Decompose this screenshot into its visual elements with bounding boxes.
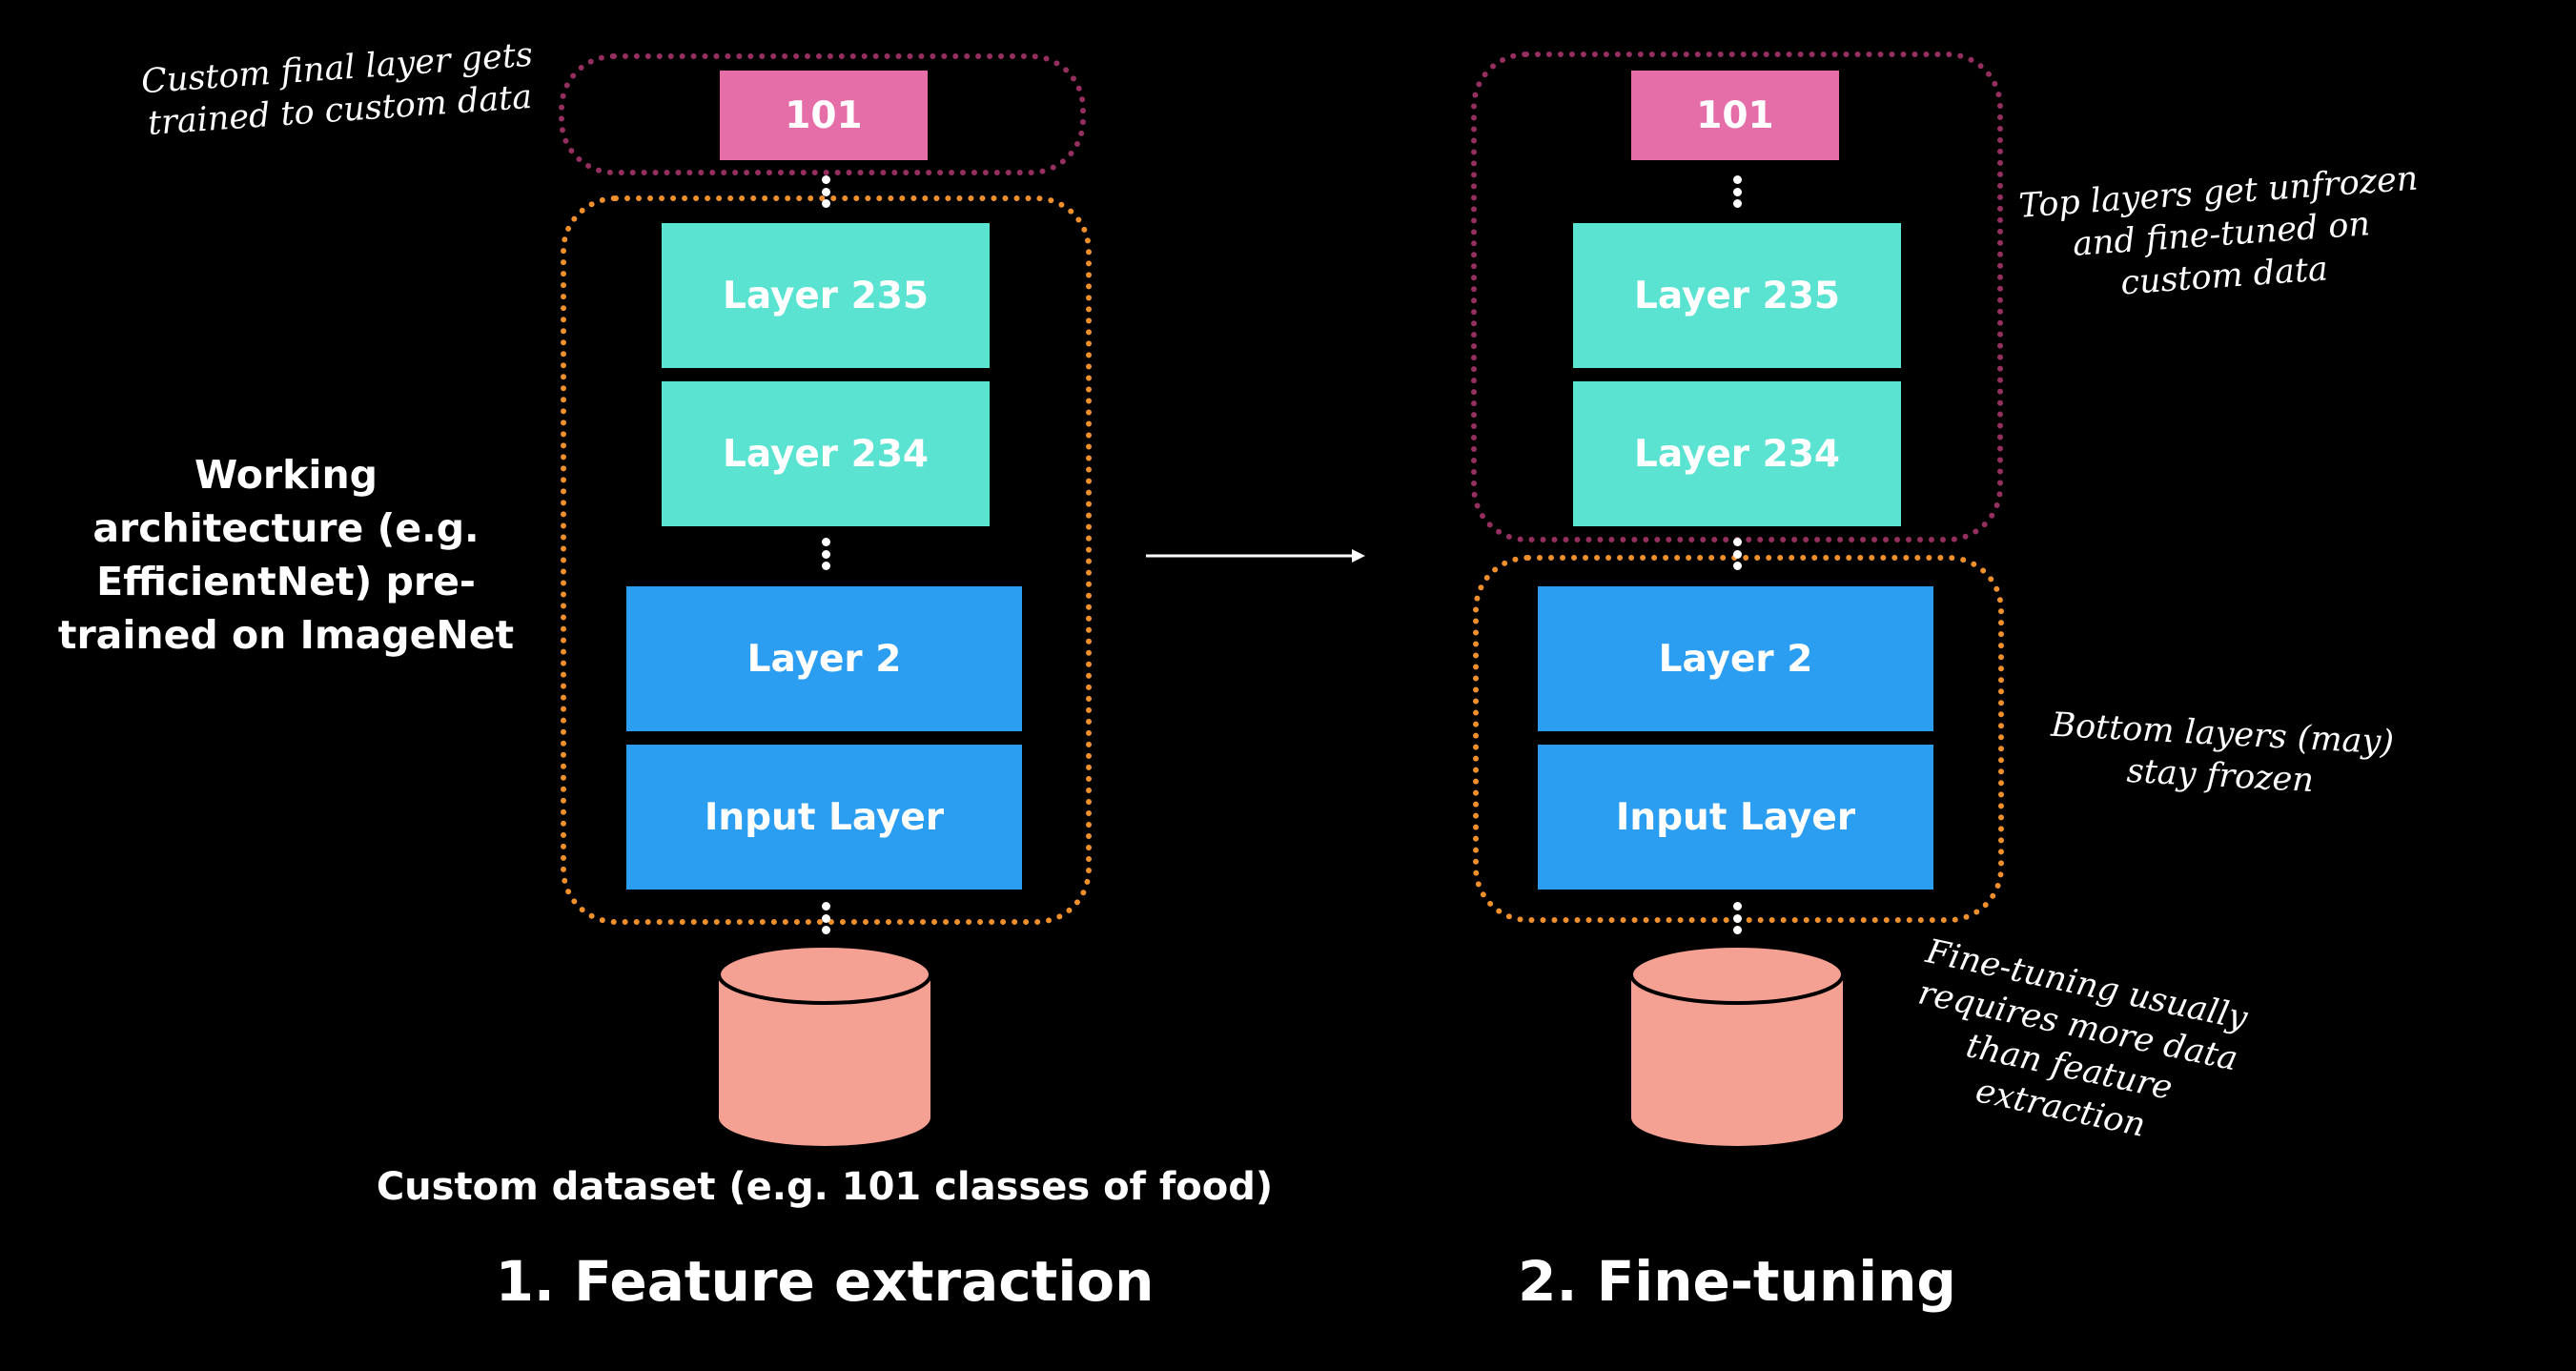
left-title: 1. Feature extraction	[495, 1249, 1155, 1314]
right-dots-output	[1731, 175, 1743, 208]
left-dots-middle	[820, 538, 831, 570]
right-layer-2: Layer 2	[1538, 586, 1933, 731]
left-layer-235: Layer 235	[662, 223, 990, 368]
arrow-right-icon	[1146, 549, 1365, 563]
right-title: 2. Fine-tuning	[1518, 1249, 1956, 1314]
left-dataset-cylinder	[717, 944, 932, 1146]
right-dots-bottom	[1731, 902, 1743, 934]
right-note-more-data: Fine-tuning usually requires more data t…	[1914, 932, 2251, 1145]
right-layer-234: Layer 234	[1573, 381, 1901, 526]
right-output-layer: 101	[1631, 71, 1839, 160]
left-output-layer: 101	[720, 71, 928, 160]
left-dots-output	[820, 175, 831, 208]
right-note-top-layers: Top layers get unfrozen and fine-tuned o…	[2017, 159, 2420, 303]
left-output-group-outline	[559, 53, 1086, 175]
right-input-layer: Input Layer	[1538, 745, 1933, 890]
left-dots-bottom	[820, 902, 831, 934]
left-note-working-architecture: Working architecture (e.g. EfficientNet)…	[57, 452, 515, 658]
left-note-custom-final-layer: Custom final layer gets trained to custo…	[139, 35, 535, 143]
right-dots-middle	[1731, 538, 1743, 570]
left-input-layer: Input Layer	[626, 745, 1022, 890]
right-note-bottom-layers: Bottom layers (may) stay frozen	[2050, 706, 2395, 801]
right-layer-235: Layer 235	[1573, 223, 1901, 368]
left-layer-2: Layer 2	[626, 586, 1022, 731]
left-layer-234: Layer 234	[662, 381, 990, 526]
left-dataset-caption: Custom dataset (e.g. 101 classes of food…	[376, 1165, 1274, 1209]
right-dataset-cylinder	[1629, 944, 1845, 1146]
